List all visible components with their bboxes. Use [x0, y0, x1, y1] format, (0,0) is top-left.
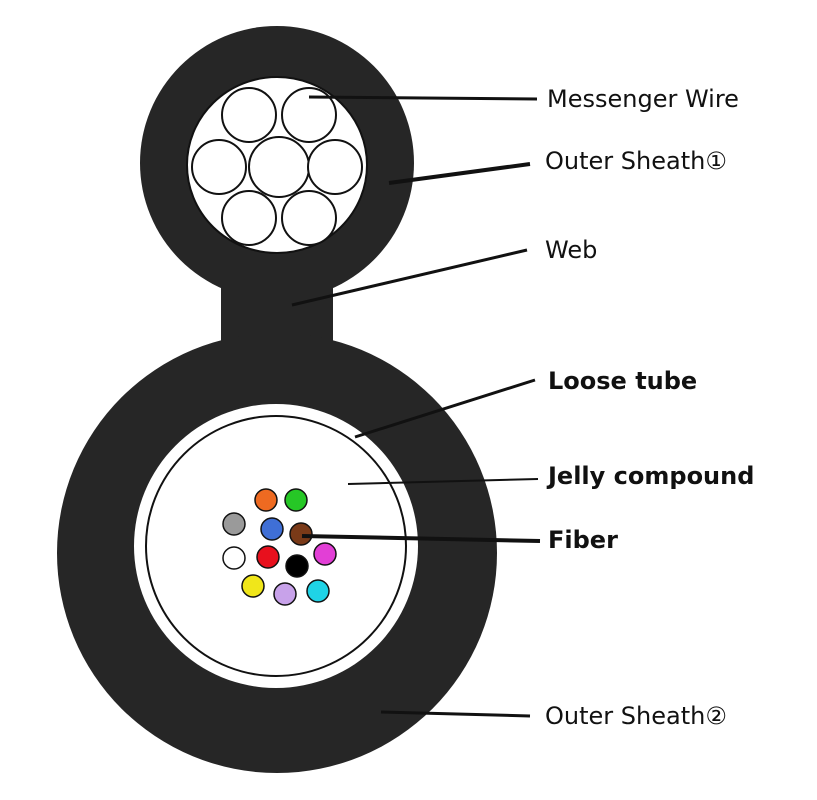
fiber-dot: [256, 545, 280, 569]
leader-line-outer-sheath-2: [380, 710, 531, 718]
strand: [281, 87, 337, 143]
fiber-dot: [241, 574, 265, 598]
fiber-dot: [285, 554, 309, 578]
fiber-dot: [284, 488, 308, 512]
fiber-dot: [260, 517, 284, 541]
fiber-dot: [222, 512, 246, 536]
fiber-dot: [254, 488, 278, 512]
label-messenger-wire: Messenger Wire: [547, 85, 739, 113]
leader-line-web: [291, 248, 528, 307]
leader-line-fiber: [301, 534, 541, 543]
fiber-dot: [222, 546, 246, 570]
strand: [248, 136, 310, 198]
label-outer-sheath-1: Outer Sheath①: [545, 147, 727, 175]
leader-line-outer-sheath-1: [388, 162, 531, 185]
label-jelly-compound: Jelly compound: [548, 462, 755, 490]
fiber-bundle: [222, 488, 337, 606]
label-outer-sheath-2: Outer Sheath②: [545, 702, 727, 730]
fiber-dot: [273, 582, 297, 606]
jelly-compound-shape: [145, 415, 407, 677]
leader-line-loose-tube: [354, 378, 536, 439]
strand: [191, 139, 247, 195]
fiber-dot: [289, 522, 313, 546]
strand: [221, 87, 277, 143]
leader-line-jelly-compound: [347, 478, 539, 485]
strand: [307, 139, 363, 195]
leader-lines: [291, 95, 541, 718]
strand: [221, 190, 277, 246]
messenger-wire-strands: [191, 87, 363, 246]
fiber-dot: [313, 542, 337, 566]
fiber-dot: [306, 579, 330, 603]
leader-line-messenger-wire: [308, 95, 538, 101]
label-loose-tube: Loose tube: [548, 367, 698, 395]
label-fiber: Fiber: [548, 526, 618, 554]
strand: [281, 190, 337, 246]
label-web: Web: [545, 236, 598, 264]
